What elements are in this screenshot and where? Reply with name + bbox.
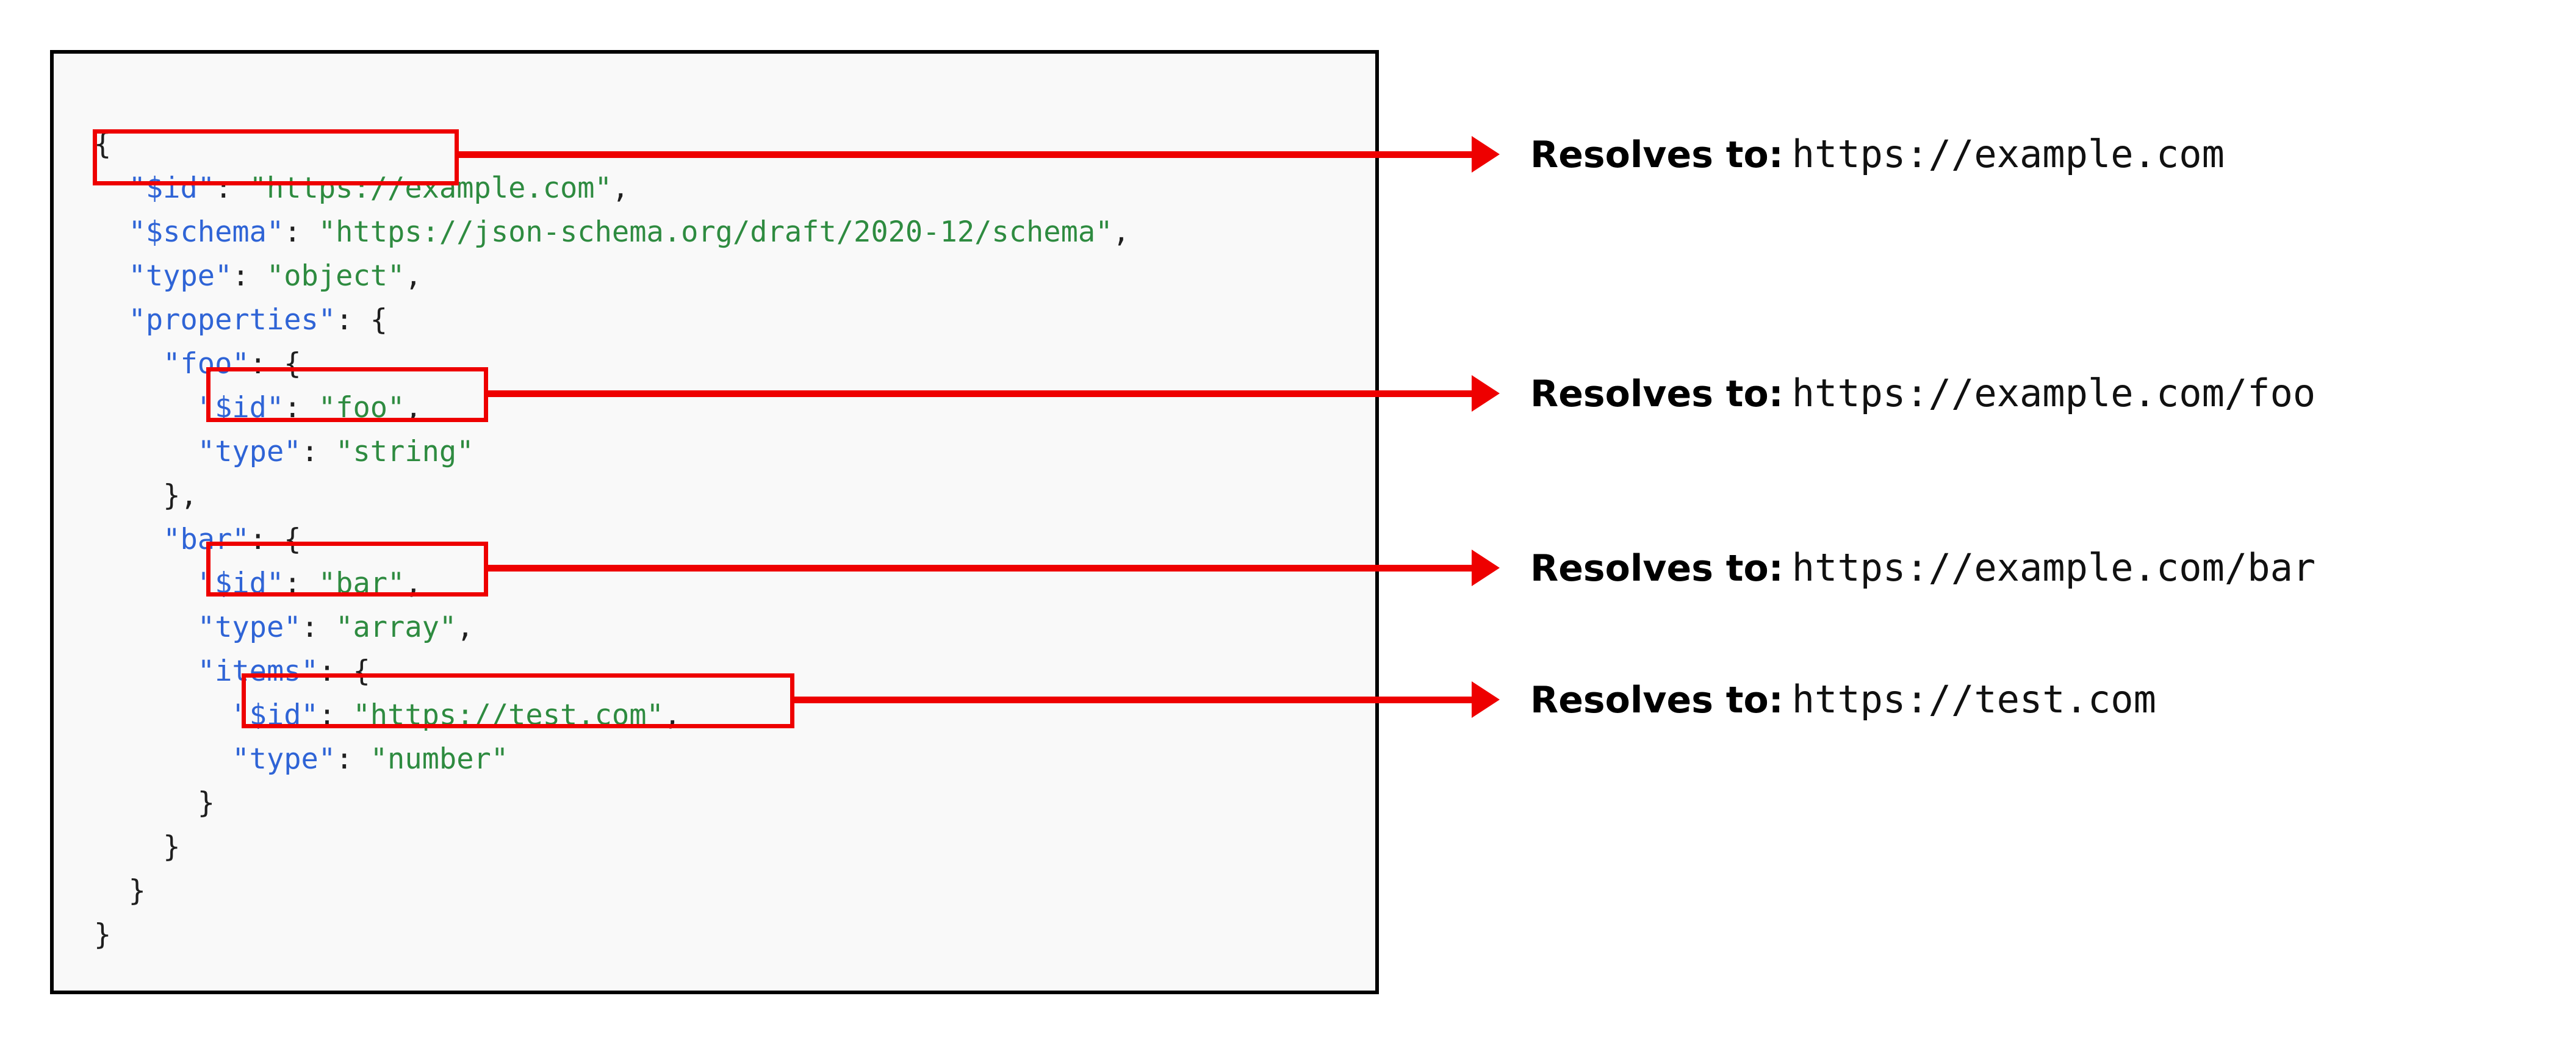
code-token-key: "$id" [197, 567, 284, 600]
code-token-str: "object" [266, 259, 405, 293]
code-token-punct: : [232, 259, 267, 293]
code-token-str: "bar" [318, 567, 405, 600]
code-token-key: "items" [197, 654, 318, 688]
arrow-items-head [1472, 681, 1500, 718]
code-token-key: "type" [232, 742, 336, 776]
code-token-key: "bar" [163, 523, 250, 556]
arrow-foo-head [1472, 375, 1500, 412]
code-line: } [94, 830, 180, 864]
code-token-punct: }, [163, 479, 198, 512]
code-token-key: "type" [128, 259, 232, 293]
resolves-bar: Resolves to:https://example.com/bar [1530, 549, 2315, 587]
arrow-foo-line [488, 390, 1472, 397]
code-token-punct: } [94, 918, 112, 952]
code-token-str: "number" [370, 742, 509, 776]
code-line: { [94, 127, 111, 161]
code-line: } [94, 786, 215, 820]
code-line: "type": "string" [94, 435, 474, 468]
code-token-key: "foo" [163, 347, 250, 381]
code-token-punct: : [215, 171, 250, 205]
code-token-punct: : { [318, 654, 370, 688]
code-token-key: "$schema" [128, 215, 284, 249]
arrow-root-head [1472, 136, 1500, 173]
arrow-items-line [794, 697, 1472, 703]
code-token-punct: : [284, 391, 318, 425]
code-token-str: "foo" [318, 391, 405, 425]
resolves-foo: Resolves to:https://example.com/foo [1530, 373, 2315, 415]
code-token-punct: , [611, 171, 630, 205]
code-token-punct: : [336, 742, 370, 776]
code-line: } [94, 874, 146, 908]
code-token-punct: } [128, 874, 146, 908]
code-token-punct: , [405, 567, 422, 600]
code-token-punct: : [284, 567, 318, 600]
code-token-str: "string" [336, 435, 474, 468]
code-token-key: "$id" [128, 171, 215, 205]
code-token-key: "type" [197, 611, 301, 644]
code-token-punct: : { [336, 303, 388, 337]
code-token-punct: : [301, 611, 336, 644]
code-token-key: "$id" [197, 391, 284, 425]
code-token-key: "properties" [128, 303, 336, 337]
resolves-to-label: Resolves to: [1530, 679, 1783, 722]
code-token-punct: { [94, 127, 112, 161]
code-token-punct: , [456, 611, 474, 644]
json-code-panel: { "$id": "https://example.com", "$schema… [50, 50, 1379, 994]
resolves-root: Resolves to:https://example.com [1530, 132, 2225, 176]
code-line: "bar": { [94, 523, 301, 556]
code-token-punct: } [163, 830, 181, 864]
code-token-punct: , [663, 698, 682, 732]
resolved-uri: https://example.com [1791, 132, 2225, 176]
arrow-bar-head [1472, 550, 1500, 586]
code-line: "$id": "https://example.com", [94, 171, 630, 205]
code-token-punct: : [284, 215, 318, 249]
resolved-uri: https://test.com [1791, 677, 2156, 722]
resolved-uri: https://example.com/bar [1791, 545, 2316, 590]
arrow-root-line [459, 151, 1472, 158]
code-token-str: "array" [336, 611, 457, 644]
code-line: }, [94, 479, 198, 512]
code-token-punct: : [301, 435, 336, 468]
code-token-str: "https://json-schema.org/draft/2020-12/s… [318, 215, 1113, 249]
code-line: "$id": "foo", [94, 391, 422, 425]
code-line: "type": "number" [94, 742, 508, 776]
code-line: "$id": "bar", [94, 567, 422, 600]
arrow-bar-line [488, 565, 1472, 572]
code-token-punct: : { [249, 523, 301, 556]
code-token-key: "$id" [232, 698, 318, 732]
code-line: "properties": { [94, 303, 387, 337]
json-code-block: { "$id": "https://example.com", "$schema… [94, 123, 1130, 957]
code-line: "type": "array", [94, 611, 474, 644]
code-line: "$id": "https://test.com", [94, 698, 681, 732]
code-token-punct: : [318, 698, 353, 732]
resolves-to-label: Resolves to: [1530, 134, 1783, 176]
code-token-key: "type" [197, 435, 301, 468]
code-token-punct: } [197, 786, 215, 820]
resolves-to-label: Resolves to: [1530, 547, 1783, 590]
code-token-str: "https://example.com" [249, 171, 612, 205]
code-token-punct: , [1112, 215, 1130, 249]
resolved-uri: https://example.com/foo [1791, 371, 2316, 415]
code-line: "$schema": "https://json-schema.org/draf… [94, 215, 1130, 249]
code-token-punct: : { [249, 347, 301, 381]
code-token-str: "https://test.com" [353, 698, 664, 732]
code-token-punct: , [405, 391, 422, 425]
code-line: "foo": { [94, 347, 301, 381]
code-token-punct: , [405, 259, 422, 293]
code-line: } [94, 918, 111, 952]
code-line: "items": { [94, 654, 370, 688]
resolves-items: Resolves to:https://test.com [1530, 681, 2156, 719]
code-line: "type": "object", [94, 259, 422, 293]
resolves-to-label: Resolves to: [1530, 373, 1783, 415]
